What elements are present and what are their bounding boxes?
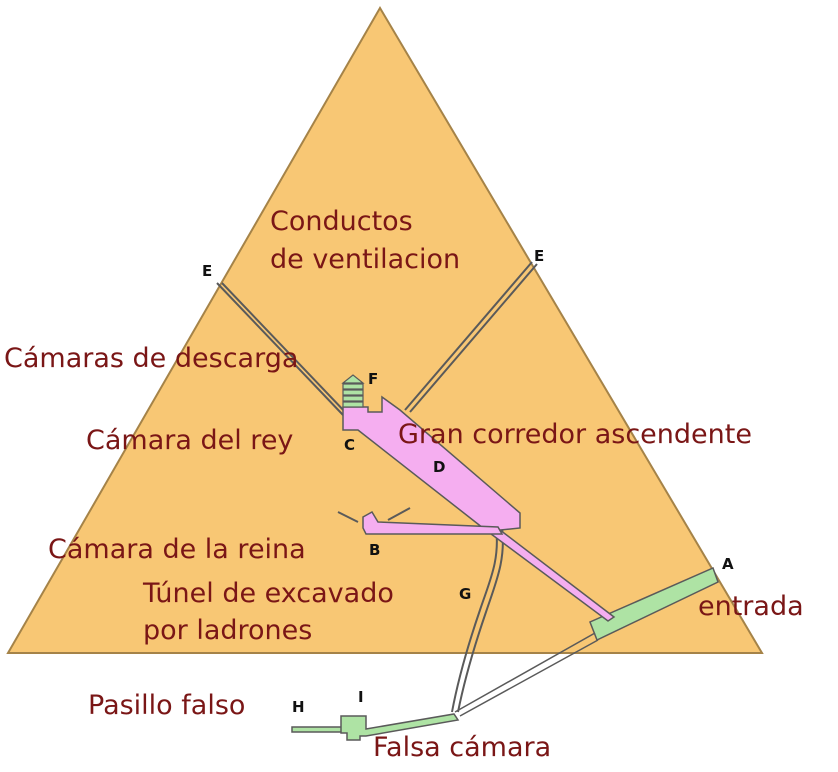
ventilation-shaft-left	[216, 282, 349, 416]
ventilation-shaft-right	[404, 261, 538, 413]
letter-f: F	[368, 370, 379, 388]
label-pasillo-falso: Pasillo falso	[88, 690, 246, 721]
letter-e-left: E	[202, 262, 213, 280]
descending-passage-lower	[454, 632, 599, 717]
letter-i: I	[358, 688, 364, 706]
relieving-roof	[341, 374, 365, 384]
pyramid-body	[6, 6, 764, 654]
letter-e-right: E	[534, 247, 545, 265]
letter-a: A	[722, 555, 734, 573]
letter-b: B	[369, 541, 381, 559]
label-por-ladrones: por ladrones	[143, 615, 313, 646]
robbers-tunnel-edge	[457, 526, 504, 713]
label-entrada: entrada	[698, 591, 804, 622]
label-camaras-descarga: Cámaras de descarga	[4, 343, 299, 374]
relieving-chambers	[341, 374, 365, 408]
label-falsa-camara: Falsa cámara	[373, 732, 552, 763]
robbers-tunnel	[451, 526, 498, 713]
relieving-chamber-2	[342, 389, 364, 396]
grand-gallery	[342, 395, 616, 622]
queens-shaft-left	[337, 511, 359, 523]
relieving-chamber-1	[342, 383, 364, 390]
relieving-chamber-4	[342, 401, 364, 408]
letter-c: C	[344, 436, 356, 454]
label-conductos: Conductos	[270, 206, 413, 237]
letter-h: H	[292, 698, 305, 716]
label-de-ventilacion: de ventilacion	[270, 244, 461, 275]
queens-chamber	[362, 510, 504, 535]
label-camara-rey: Cámara del rey	[86, 425, 294, 456]
label-tunel: Túnel de excavado	[143, 578, 394, 609]
queens-shaft-right	[387, 507, 411, 521]
false-chamber	[340, 713, 460, 741]
relieving-chamber-3	[342, 395, 364, 402]
letter-g: G	[459, 585, 472, 603]
label-gran-corredor: Gran corredor ascendente	[398, 419, 752, 450]
label-camara-reina: Cámara de la reina	[48, 534, 306, 565]
letter-d: D	[433, 458, 446, 476]
